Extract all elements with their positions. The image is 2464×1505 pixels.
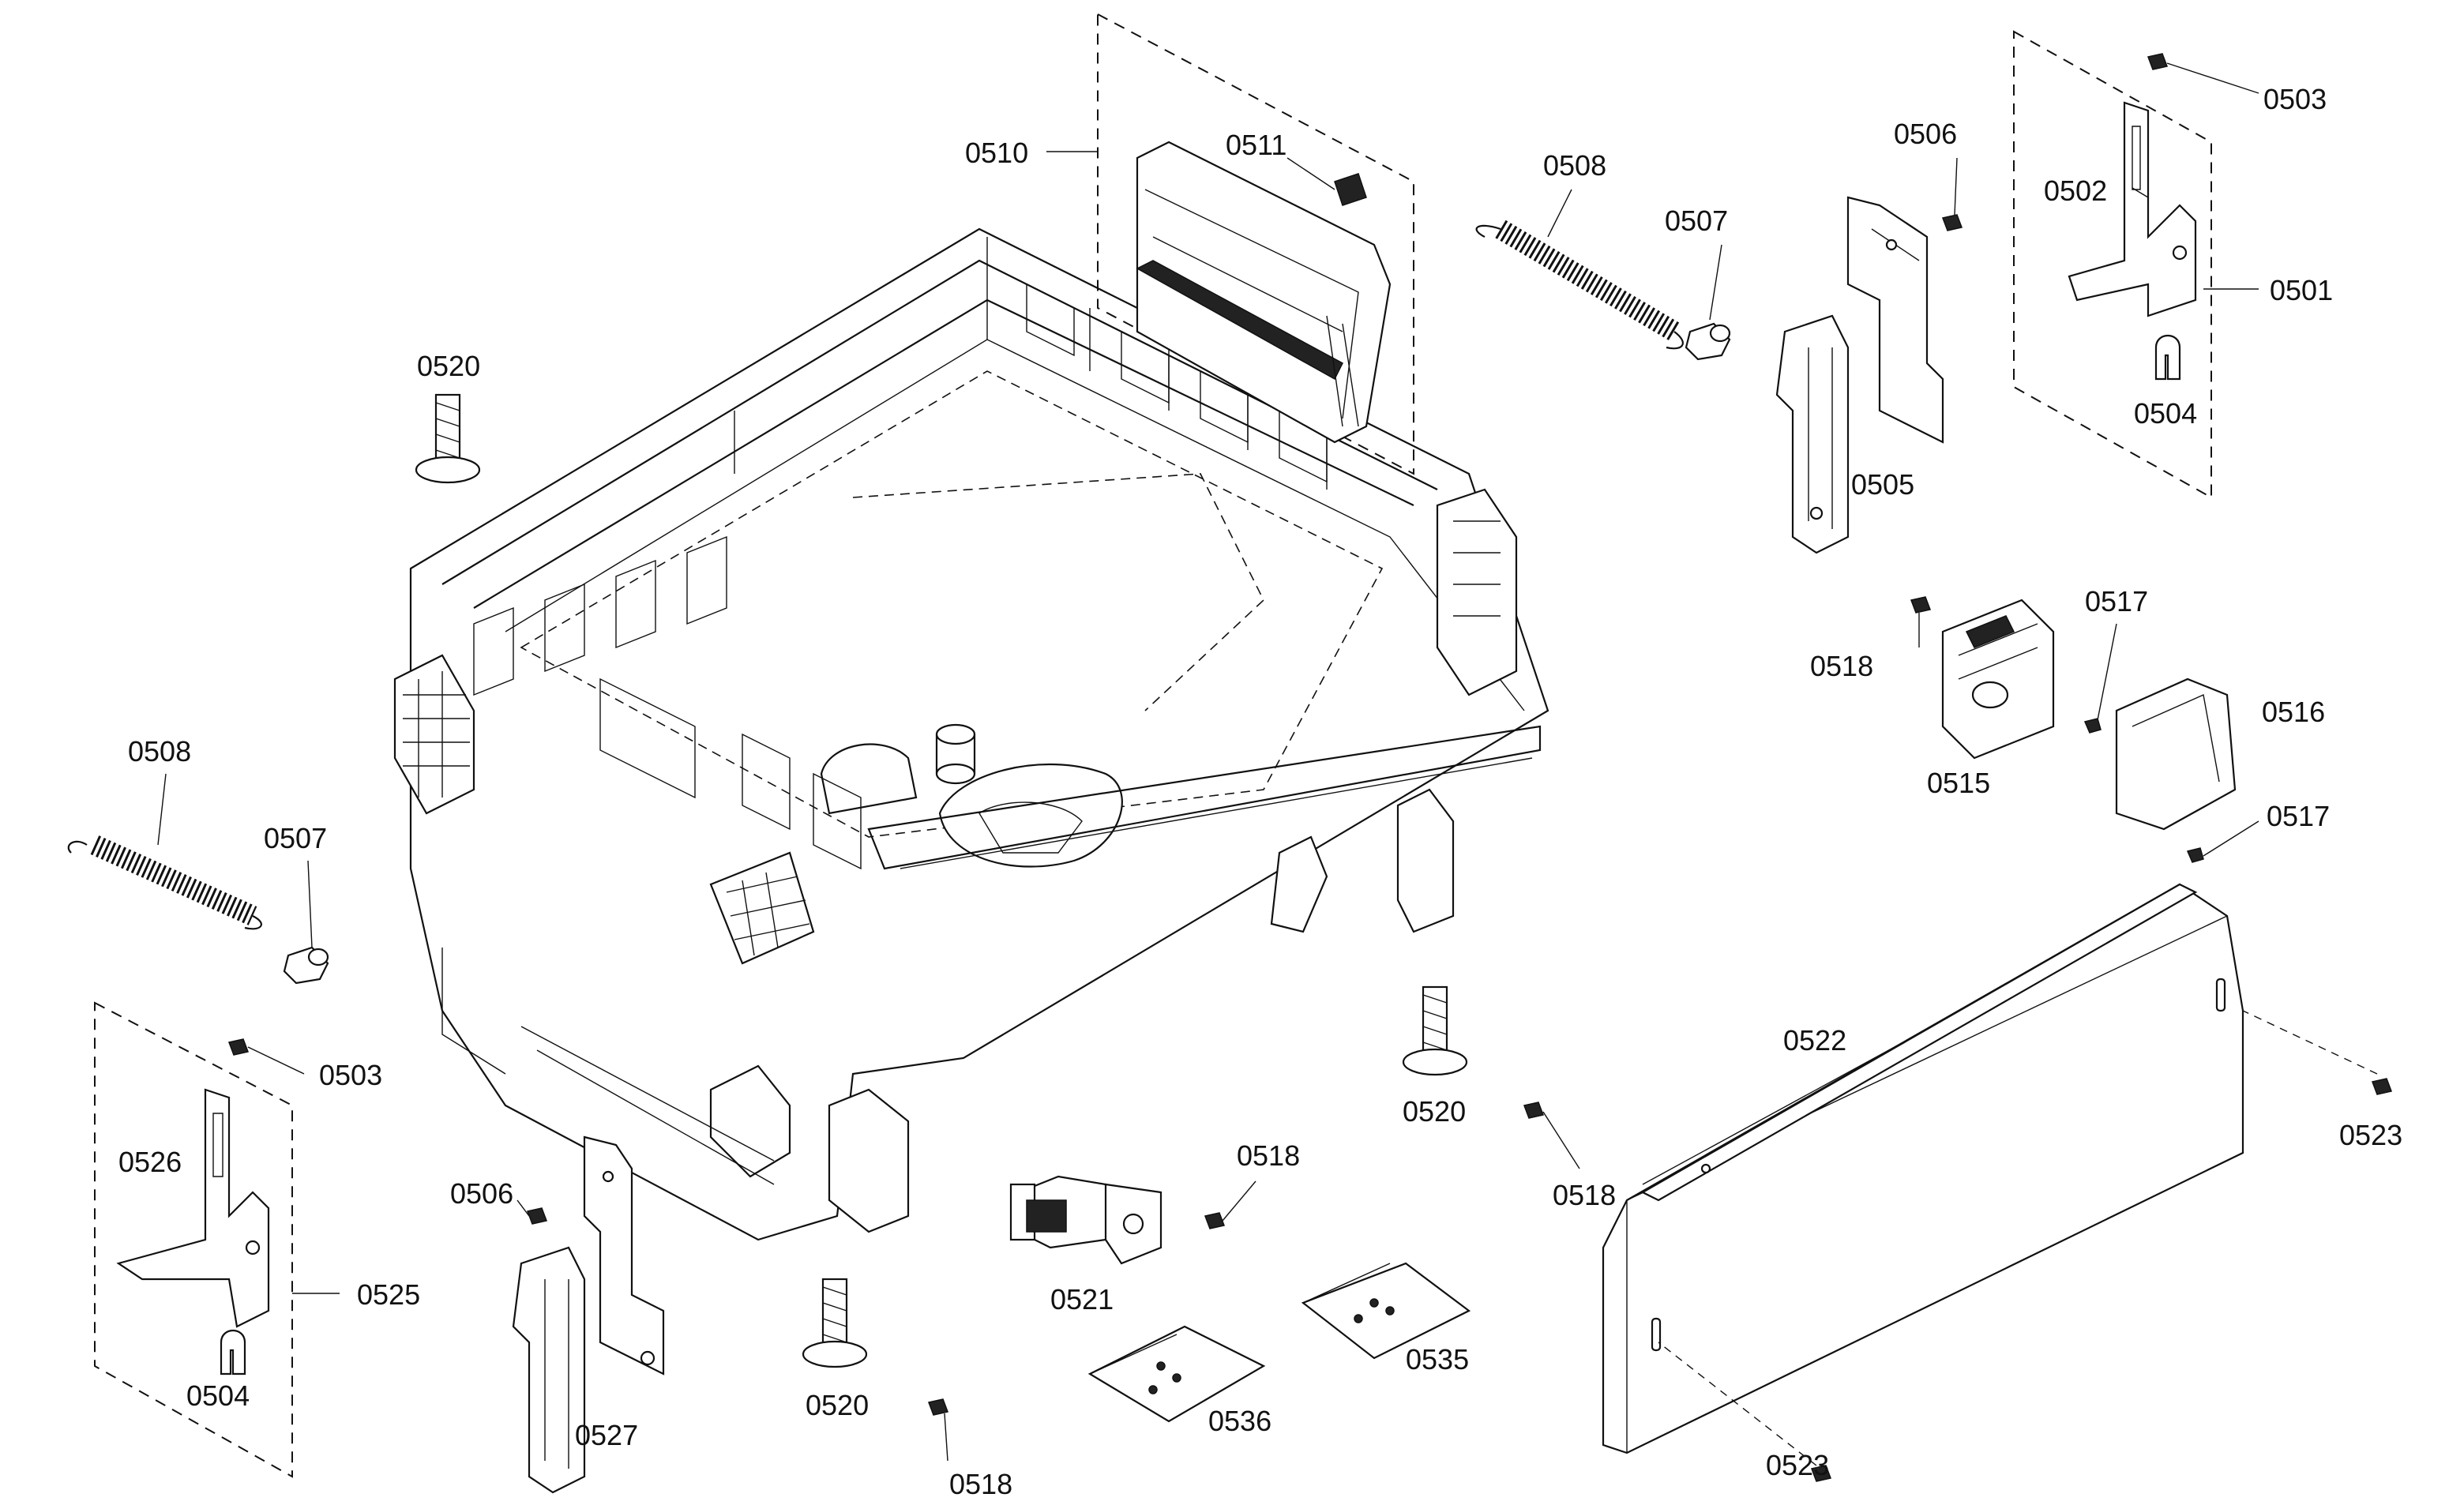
hinge-bracket-right xyxy=(1775,196,1944,554)
callout-0520-top: 0520 xyxy=(417,350,480,382)
callout-0520-bottom: 0520 xyxy=(806,1389,869,1421)
callout-0503-upper: 0503 xyxy=(2263,83,2327,115)
inlet-valve xyxy=(1009,1175,1163,1265)
callout-0523-bottom: 0523 xyxy=(1766,1449,1829,1481)
callout-0521: 0521 xyxy=(1050,1283,1114,1315)
callout-0503-lower: 0503 xyxy=(319,1059,382,1091)
callout-0517-bottom: 0517 xyxy=(2267,800,2330,832)
callout-0517-top: 0517 xyxy=(2085,585,2148,617)
callout-0527: 0527 xyxy=(575,1419,638,1451)
callout-0505: 0505 xyxy=(1851,468,1914,501)
bushing-lower xyxy=(283,946,329,985)
callout-0510: 0510 xyxy=(965,137,1028,169)
callout-0508-lower: 0508 xyxy=(128,735,191,768)
callout-0511: 0511 xyxy=(1226,129,1286,161)
leader-lines xyxy=(157,62,2378,1466)
callout-0516: 0516 xyxy=(2262,696,2325,728)
toe-kick-panel xyxy=(1602,883,2244,1454)
hinge-group-left xyxy=(94,1001,293,1478)
hinge-bracket-left xyxy=(512,1135,665,1494)
leveling-foot-2 xyxy=(1402,985,1468,1076)
screws xyxy=(227,53,2393,1482)
callout-0536: 0536 xyxy=(1208,1405,1271,1437)
leveling-foot-3 xyxy=(802,1278,868,1368)
callout-0518-valve: 0518 xyxy=(1237,1139,1300,1172)
callout-0508-upper: 0508 xyxy=(1543,149,1606,182)
bushing-upper xyxy=(1685,322,1731,361)
dispenser-group xyxy=(1097,13,1414,475)
callout-0507-upper: 0507 xyxy=(1665,205,1728,237)
callout-0535: 0535 xyxy=(1406,1343,1469,1376)
door-switch-bracket xyxy=(1941,599,2055,760)
callout-0518-center: 0518 xyxy=(1553,1179,1616,1211)
callout-0501: 0501 xyxy=(2270,274,2333,306)
leveling-foot-1 xyxy=(415,393,481,484)
callout-0518-bottom: 0518 xyxy=(949,1468,1012,1500)
callout-0520-center: 0520 xyxy=(1403,1095,1466,1128)
base-tub-assembly xyxy=(393,227,1549,1241)
callout-0507-lower: 0507 xyxy=(264,822,327,854)
callout-0504-lower: 0504 xyxy=(186,1379,250,1412)
cover-0516 xyxy=(2115,677,2237,831)
spring-lower xyxy=(67,835,262,930)
callout-labels: 0510 0511 0508 0507 0506 0502 0503 0501 … xyxy=(118,83,2402,1500)
hardware-bag-0535 xyxy=(1301,1262,1471,1360)
callout-0522: 0522 xyxy=(1783,1024,1846,1057)
callout-0518-right: 0518 xyxy=(1810,650,1873,682)
spring-upper xyxy=(1475,220,1684,350)
callout-0504-upper: 0504 xyxy=(2134,397,2197,430)
callout-0526: 0526 xyxy=(118,1146,182,1178)
callout-0506-lower: 0506 xyxy=(450,1177,513,1210)
callout-0515: 0515 xyxy=(1927,767,1990,799)
hinge-group-right xyxy=(2013,30,2212,499)
callout-0506-upper: 0506 xyxy=(1894,118,1957,150)
callout-0525: 0525 xyxy=(357,1278,420,1311)
hardware-bag-0536 xyxy=(1087,1325,1266,1423)
callout-0502: 0502 xyxy=(2044,175,2107,207)
callout-0523-right: 0523 xyxy=(2339,1119,2402,1151)
